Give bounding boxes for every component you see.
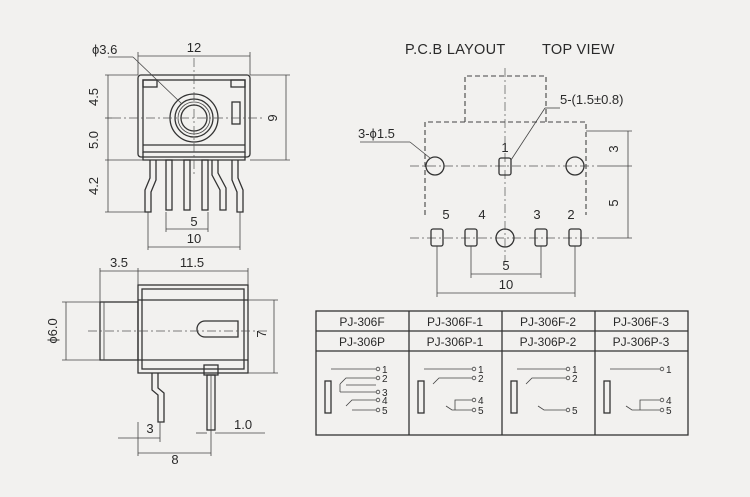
model-cell: PJ-306F-2 — [520, 315, 576, 329]
pad-1 — [498, 157, 512, 176]
side-center-height-dim: 7 — [254, 330, 269, 337]
schematic-pin-label: 5 — [382, 406, 388, 417]
front-pin-span-dim: 10 — [187, 231, 201, 246]
schematic-pin-label: 5 — [572, 406, 578, 417]
side-pin-span-dim: 8 — [171, 452, 178, 467]
model-cell: PJ-306F — [339, 315, 384, 329]
model-cell: PJ-306P-3 — [613, 335, 670, 349]
model-table: PJ-306F PJ-306F-1 PJ-306F-2 PJ-306F-3 PJ… — [315, 310, 689, 436]
schematic-pin-label: 2 — [478, 374, 484, 385]
schematic-pin-label: 4 — [382, 396, 388, 407]
pin-number-4: 4 — [478, 207, 485, 222]
schematic-4: 1 4 5 — [603, 365, 672, 417]
model-cell: PJ-306P-2 — [520, 335, 577, 349]
side-pin-offset-dim: 3 — [146, 421, 153, 436]
slot-size-label: 5-(1.5±0.8) — [560, 92, 624, 107]
schematic-pin-label: 1 — [478, 365, 484, 376]
side-body-length-dim: 11.5 — [180, 255, 204, 270]
side-nose-length-dim: 3.5 — [110, 255, 128, 270]
schematic-pin-label: 5 — [666, 406, 672, 417]
front-upper-height-dim: 4.5 — [86, 88, 101, 106]
mount-hole-bottom — [495, 228, 515, 248]
schematic-pin-label: 4 — [666, 396, 672, 407]
schematic-pin-label: 1 — [382, 365, 388, 376]
schematic-3: 1 2 5 — [510, 365, 578, 417]
schematic-2: 1 2 4 5 — [417, 365, 484, 417]
pcb-title: P.C.B LAYOUT — [405, 42, 506, 58]
schematic-pin-label: 4 — [478, 396, 484, 407]
pcb-pitch-dim: 5 — [502, 258, 509, 273]
schematic-pin-label: 3 — [382, 388, 388, 399]
pin-number-5: 5 — [442, 207, 449, 222]
schematic-pin-label: 1 — [666, 365, 672, 376]
model-cell: PJ-306F-3 — [613, 315, 669, 329]
schematic-pin-label: 1 — [572, 365, 578, 376]
front-hole-dim: ϕ3.6 — [92, 42, 117, 57]
schematic-pin-label: 2 — [572, 374, 578, 385]
model-cell: PJ-306P-1 — [427, 335, 484, 349]
pin-number-1: 1 — [501, 140, 508, 155]
pcb-vertical-dim-1: 3 — [606, 145, 621, 152]
side-pin-thickness-dim: 1.0 — [234, 417, 252, 432]
mount-hole-right — [565, 156, 585, 176]
pcb-span-dim: 10 — [499, 277, 513, 292]
front-total-height-dim: 9 — [265, 114, 280, 121]
front-lower-height-dim: 4.2 — [86, 177, 101, 195]
top-view-label: TOP VIEW — [542, 42, 615, 58]
schematic-pin-label: 5 — [478, 406, 484, 417]
pad-5 — [430, 228, 444, 247]
pcb-vertical-dim-2: 5 — [606, 199, 621, 206]
pad-3 — [534, 228, 548, 247]
mount-hole-left — [425, 156, 445, 176]
model-cell: PJ-306F-1 — [427, 315, 483, 329]
front-mid-height-dim: 5.0 — [86, 131, 101, 149]
front-view: 12 ϕ3.6 4.5 5.0 4.2 9 5 10 — [86, 40, 290, 250]
hole-size-label: 3-ϕ1.5 — [358, 126, 395, 141]
pin-number-3: 3 — [533, 207, 540, 222]
schematic-1: 1 2 3 4 5 — [324, 365, 388, 417]
front-pin-pitch-dim: 5 — [190, 214, 197, 229]
pad-4 — [464, 228, 478, 247]
model-cell: PJ-306P — [339, 335, 385, 349]
side-view: 3.5 11.5 ϕ6.0 7 3 8 1.0 — [45, 255, 278, 467]
front-width-dim: 12 — [187, 40, 201, 55]
side-diameter-dim: ϕ6.0 — [45, 318, 60, 343]
pcb-layout: P.C.B LAYOUT TOP VIEW 1 5 4 3 2 5-(1.5±0… — [358, 42, 632, 297]
pad-2 — [568, 228, 582, 247]
pin-number-2: 2 — [567, 207, 574, 222]
schematic-pin-label: 2 — [382, 374, 388, 385]
